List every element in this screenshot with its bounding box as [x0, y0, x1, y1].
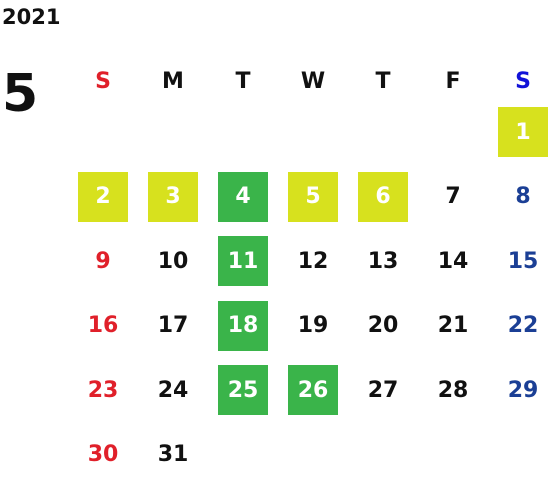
empty-cell: [348, 100, 418, 165]
day-number: 20: [367, 313, 399, 339]
day-cell[interactable]: 21: [418, 294, 488, 359]
weekday-header-mon: M: [162, 68, 184, 94]
day-number: 16: [87, 313, 119, 339]
day-cell[interactable]: 22: [488, 294, 548, 359]
day-cell[interactable]: 12: [278, 229, 348, 294]
day-cell[interactable]: 7: [418, 165, 488, 230]
day-number: 18: [218, 300, 268, 351]
day-cell[interactable]: 3: [138, 165, 208, 230]
day-cell[interactable]: 30: [68, 423, 138, 488]
day-number: 23: [87, 377, 119, 403]
empty-cell: [418, 100, 488, 165]
day-number: 6: [358, 171, 408, 222]
day-cell[interactable]: 14: [418, 229, 488, 294]
day-number: 10: [157, 248, 189, 274]
day-number: 3: [148, 171, 198, 222]
day-cell[interactable]: 27: [348, 358, 418, 423]
weekday-header-sat: S: [515, 68, 531, 94]
day-number: 26: [288, 365, 338, 416]
day-number: 5: [288, 171, 338, 222]
day-number: 29: [507, 377, 539, 403]
day-number: 21: [437, 313, 469, 339]
day-cell[interactable]: 9: [68, 229, 138, 294]
day-cell[interactable]: 29: [488, 358, 548, 423]
day-cell[interactable]: 19: [278, 294, 348, 359]
day-cell[interactable]: 26: [278, 358, 348, 423]
day-number: 9: [95, 248, 111, 274]
day-cell[interactable]: 13: [348, 229, 418, 294]
day-cell[interactable]: 11: [208, 229, 278, 294]
empty-cell: [68, 100, 138, 165]
day-cell[interactable]: 5: [278, 165, 348, 230]
day-cell[interactable]: 28: [418, 358, 488, 423]
day-cell[interactable]: 24: [138, 358, 208, 423]
day-cell[interactable]: 17: [138, 294, 208, 359]
day-number: 1: [498, 107, 548, 158]
day-cell[interactable]: 15: [488, 229, 548, 294]
weekday-header-wed: W: [300, 68, 326, 94]
day-cell[interactable]: 1: [488, 100, 548, 165]
day-number: 12: [297, 248, 329, 274]
weekday-header-thu: T: [375, 68, 391, 94]
year-label: 2021: [2, 5, 61, 29]
month-label: 5: [2, 64, 39, 124]
day-cell[interactable]: 4: [208, 165, 278, 230]
empty-cell: [138, 100, 208, 165]
day-cell[interactable]: 18: [208, 294, 278, 359]
day-number: 8: [515, 184, 531, 210]
day-number: 28: [437, 377, 469, 403]
day-number: 2: [78, 171, 128, 222]
day-cell[interactable]: 2: [68, 165, 138, 230]
day-cell[interactable]: 10: [138, 229, 208, 294]
day-cell[interactable]: 8: [488, 165, 548, 230]
day-number: 7: [445, 184, 461, 210]
weekday-header-tue: T: [235, 68, 251, 94]
weekday-header-fri: F: [445, 68, 461, 94]
day-cell[interactable]: 20: [348, 294, 418, 359]
empty-cell: [278, 100, 348, 165]
day-number: 31: [157, 442, 189, 468]
day-number: 30: [87, 442, 119, 468]
day-number: 24: [157, 377, 189, 403]
weekday-header-sun: S: [95, 68, 111, 94]
day-number: 14: [437, 248, 469, 274]
day-number: 25: [218, 365, 268, 416]
day-cell[interactable]: 16: [68, 294, 138, 359]
day-cell[interactable]: 6: [348, 165, 418, 230]
day-cell[interactable]: 25: [208, 358, 278, 423]
day-number: 4: [218, 171, 268, 222]
day-number: 27: [367, 377, 399, 403]
day-number: 11: [218, 236, 268, 287]
day-number: 19: [297, 313, 329, 339]
day-number: 17: [157, 313, 189, 339]
day-cell[interactable]: 31: [138, 423, 208, 488]
day-number: 15: [507, 248, 539, 274]
day-number: 22: [507, 313, 539, 339]
empty-cell: [208, 100, 278, 165]
day-number: 13: [367, 248, 399, 274]
day-cell[interactable]: 23: [68, 358, 138, 423]
